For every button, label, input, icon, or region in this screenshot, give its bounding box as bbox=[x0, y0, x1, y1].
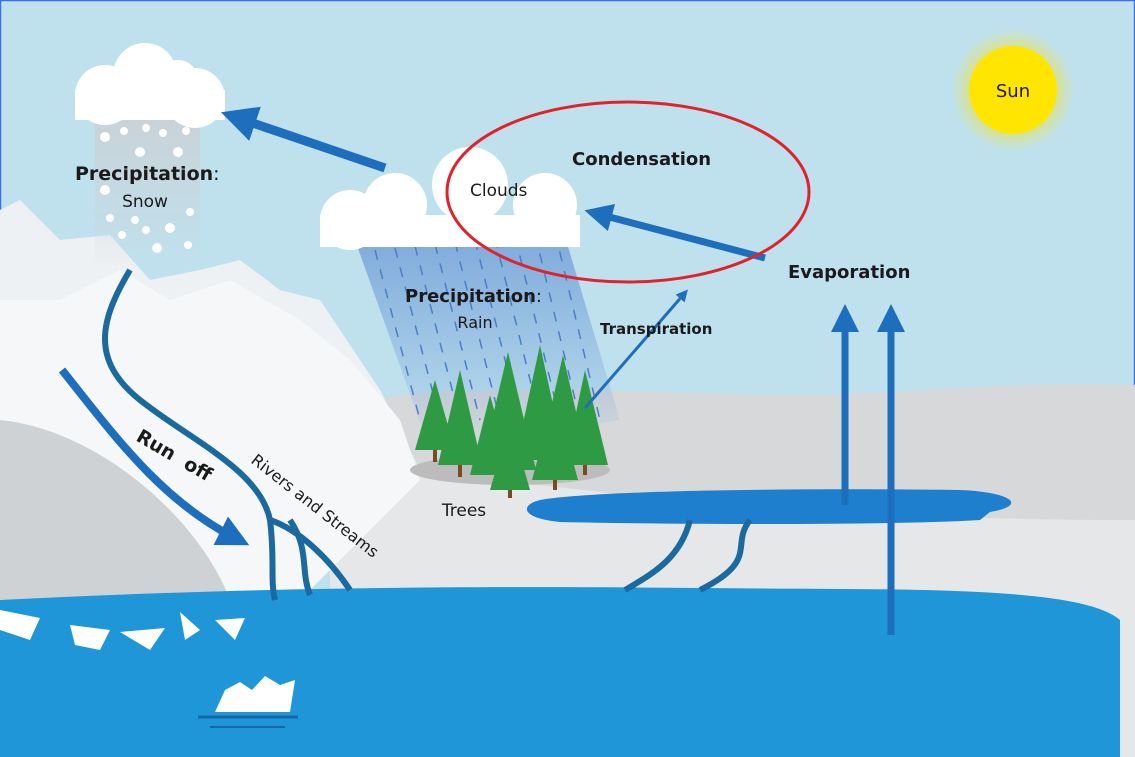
precipitation-snow-title: Precipitation: bbox=[75, 163, 220, 185]
rivers bbox=[102, 268, 753, 601]
arrow-evaporation-to-clouds bbox=[584, 204, 766, 262]
snowflakes bbox=[100, 124, 194, 253]
iceberg bbox=[215, 676, 295, 712]
trees bbox=[410, 345, 610, 498]
cycle-arrows bbox=[58, 106, 905, 635]
sun: Sun bbox=[951, 28, 1075, 152]
precipitation-rain-type: Rain bbox=[457, 313, 492, 332]
evaporation-label: Evaporation bbox=[788, 262, 910, 283]
condensation-highlight-circle bbox=[445, 100, 811, 284]
sea bbox=[0, 587, 1120, 757]
trees-label: Trees bbox=[441, 501, 486, 521]
clouds-label: Clouds bbox=[470, 181, 528, 201]
lake bbox=[526, 489, 1012, 525]
ice-floes bbox=[0, 610, 245, 650]
snow-cloud bbox=[75, 43, 225, 128]
snow-band bbox=[95, 118, 200, 268]
transpiration-label: Transpiration bbox=[600, 320, 712, 338]
arrow-run-off bbox=[58, 367, 250, 546]
sun-label: Sun bbox=[996, 81, 1030, 102]
condensation-label: Condensation bbox=[572, 149, 711, 170]
arrow-transpiration bbox=[583, 289, 688, 409]
precipitation-rain-title: Precipitation: bbox=[405, 286, 542, 307]
precipitation-snow-type: Snow bbox=[122, 192, 168, 212]
rain-cloud bbox=[320, 147, 580, 250]
mountain-shadow bbox=[0, 420, 230, 600]
arrow-to-snow-cloud bbox=[220, 106, 387, 173]
